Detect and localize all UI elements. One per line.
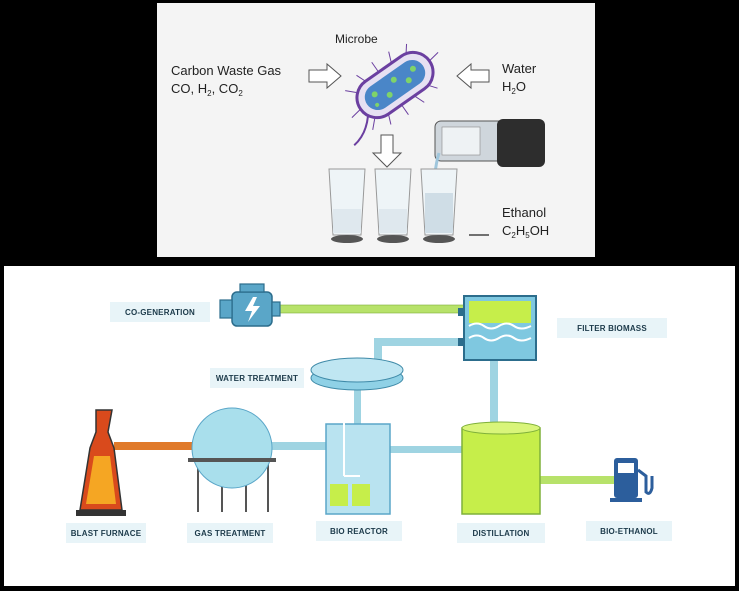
reactor-distillation-pipe (390, 446, 464, 453)
bioethanol-plant-panel: CO-GENERATION FILTER BIOMASS WATER TREAT… (4, 266, 735, 586)
label-gas-treatment: GAS TREATMENT (187, 523, 273, 543)
microbe-process-illustration: Microbe Carbon Waste Gas CO, H2, CO2 (171, 32, 549, 243)
label-filter-biomass: FILTER BIOMASS (557, 318, 667, 338)
label-bio-reactor: BIO REACTOR (316, 521, 402, 541)
water-label: Water (502, 61, 537, 76)
gas-formula: CO, H2, CO2 (171, 81, 243, 98)
gas-input-arrow-icon (308, 62, 342, 90)
engine-icon (219, 283, 281, 327)
carbon-waste-gas-label: Carbon Waste Gas (171, 63, 282, 78)
glass-icon (420, 168, 458, 243)
microbe-icon (345, 43, 439, 147)
filter-biomass-tank (458, 295, 537, 361)
label-distillation: DISTILLATION (457, 523, 545, 543)
gas-reactor-pipe (270, 442, 328, 450)
down-arrow-icon (371, 134, 403, 168)
label-blast-furnace: BLAST FURNACE (66, 523, 146, 543)
bioethanol-plant-diagram (76, 283, 654, 516)
cogeneration-pipe (277, 304, 465, 314)
water-formula: H2O (502, 79, 526, 96)
microbe-label: Microbe (335, 32, 378, 46)
glass-icon (374, 168, 412, 243)
water-treatment-tank (310, 357, 404, 391)
gas-treatment-sphere (188, 407, 276, 512)
furnace-gas-pipe (114, 442, 194, 450)
microbe-process-panel: Microbe Carbon Waste Gas CO, H2, CO2 (157, 3, 595, 257)
label-bio-ethanol: BIO-ETHANOL (586, 521, 672, 541)
glass-icon (328, 168, 366, 243)
water-reactor-pipe (354, 388, 361, 424)
label-water-treatment: WATER TREATMENT (210, 368, 304, 388)
ethanol-formula: C2H5OH (502, 223, 549, 240)
blast-furnace (76, 409, 126, 516)
distillation-tank (461, 421, 541, 515)
bioreactor-tank (325, 416, 391, 515)
fuel-pump-icon (610, 458, 654, 502)
reactor-filter-pipe (374, 338, 464, 364)
water-input-arrow-icon (456, 62, 490, 90)
bottle-icon (433, 119, 545, 199)
ethanol-label: Ethanol (502, 205, 546, 220)
label-co-generation: CO-GENERATION (110, 302, 210, 322)
distillation-pump-pipe (540, 476, 620, 484)
filter-distillation-pipe (490, 358, 498, 428)
